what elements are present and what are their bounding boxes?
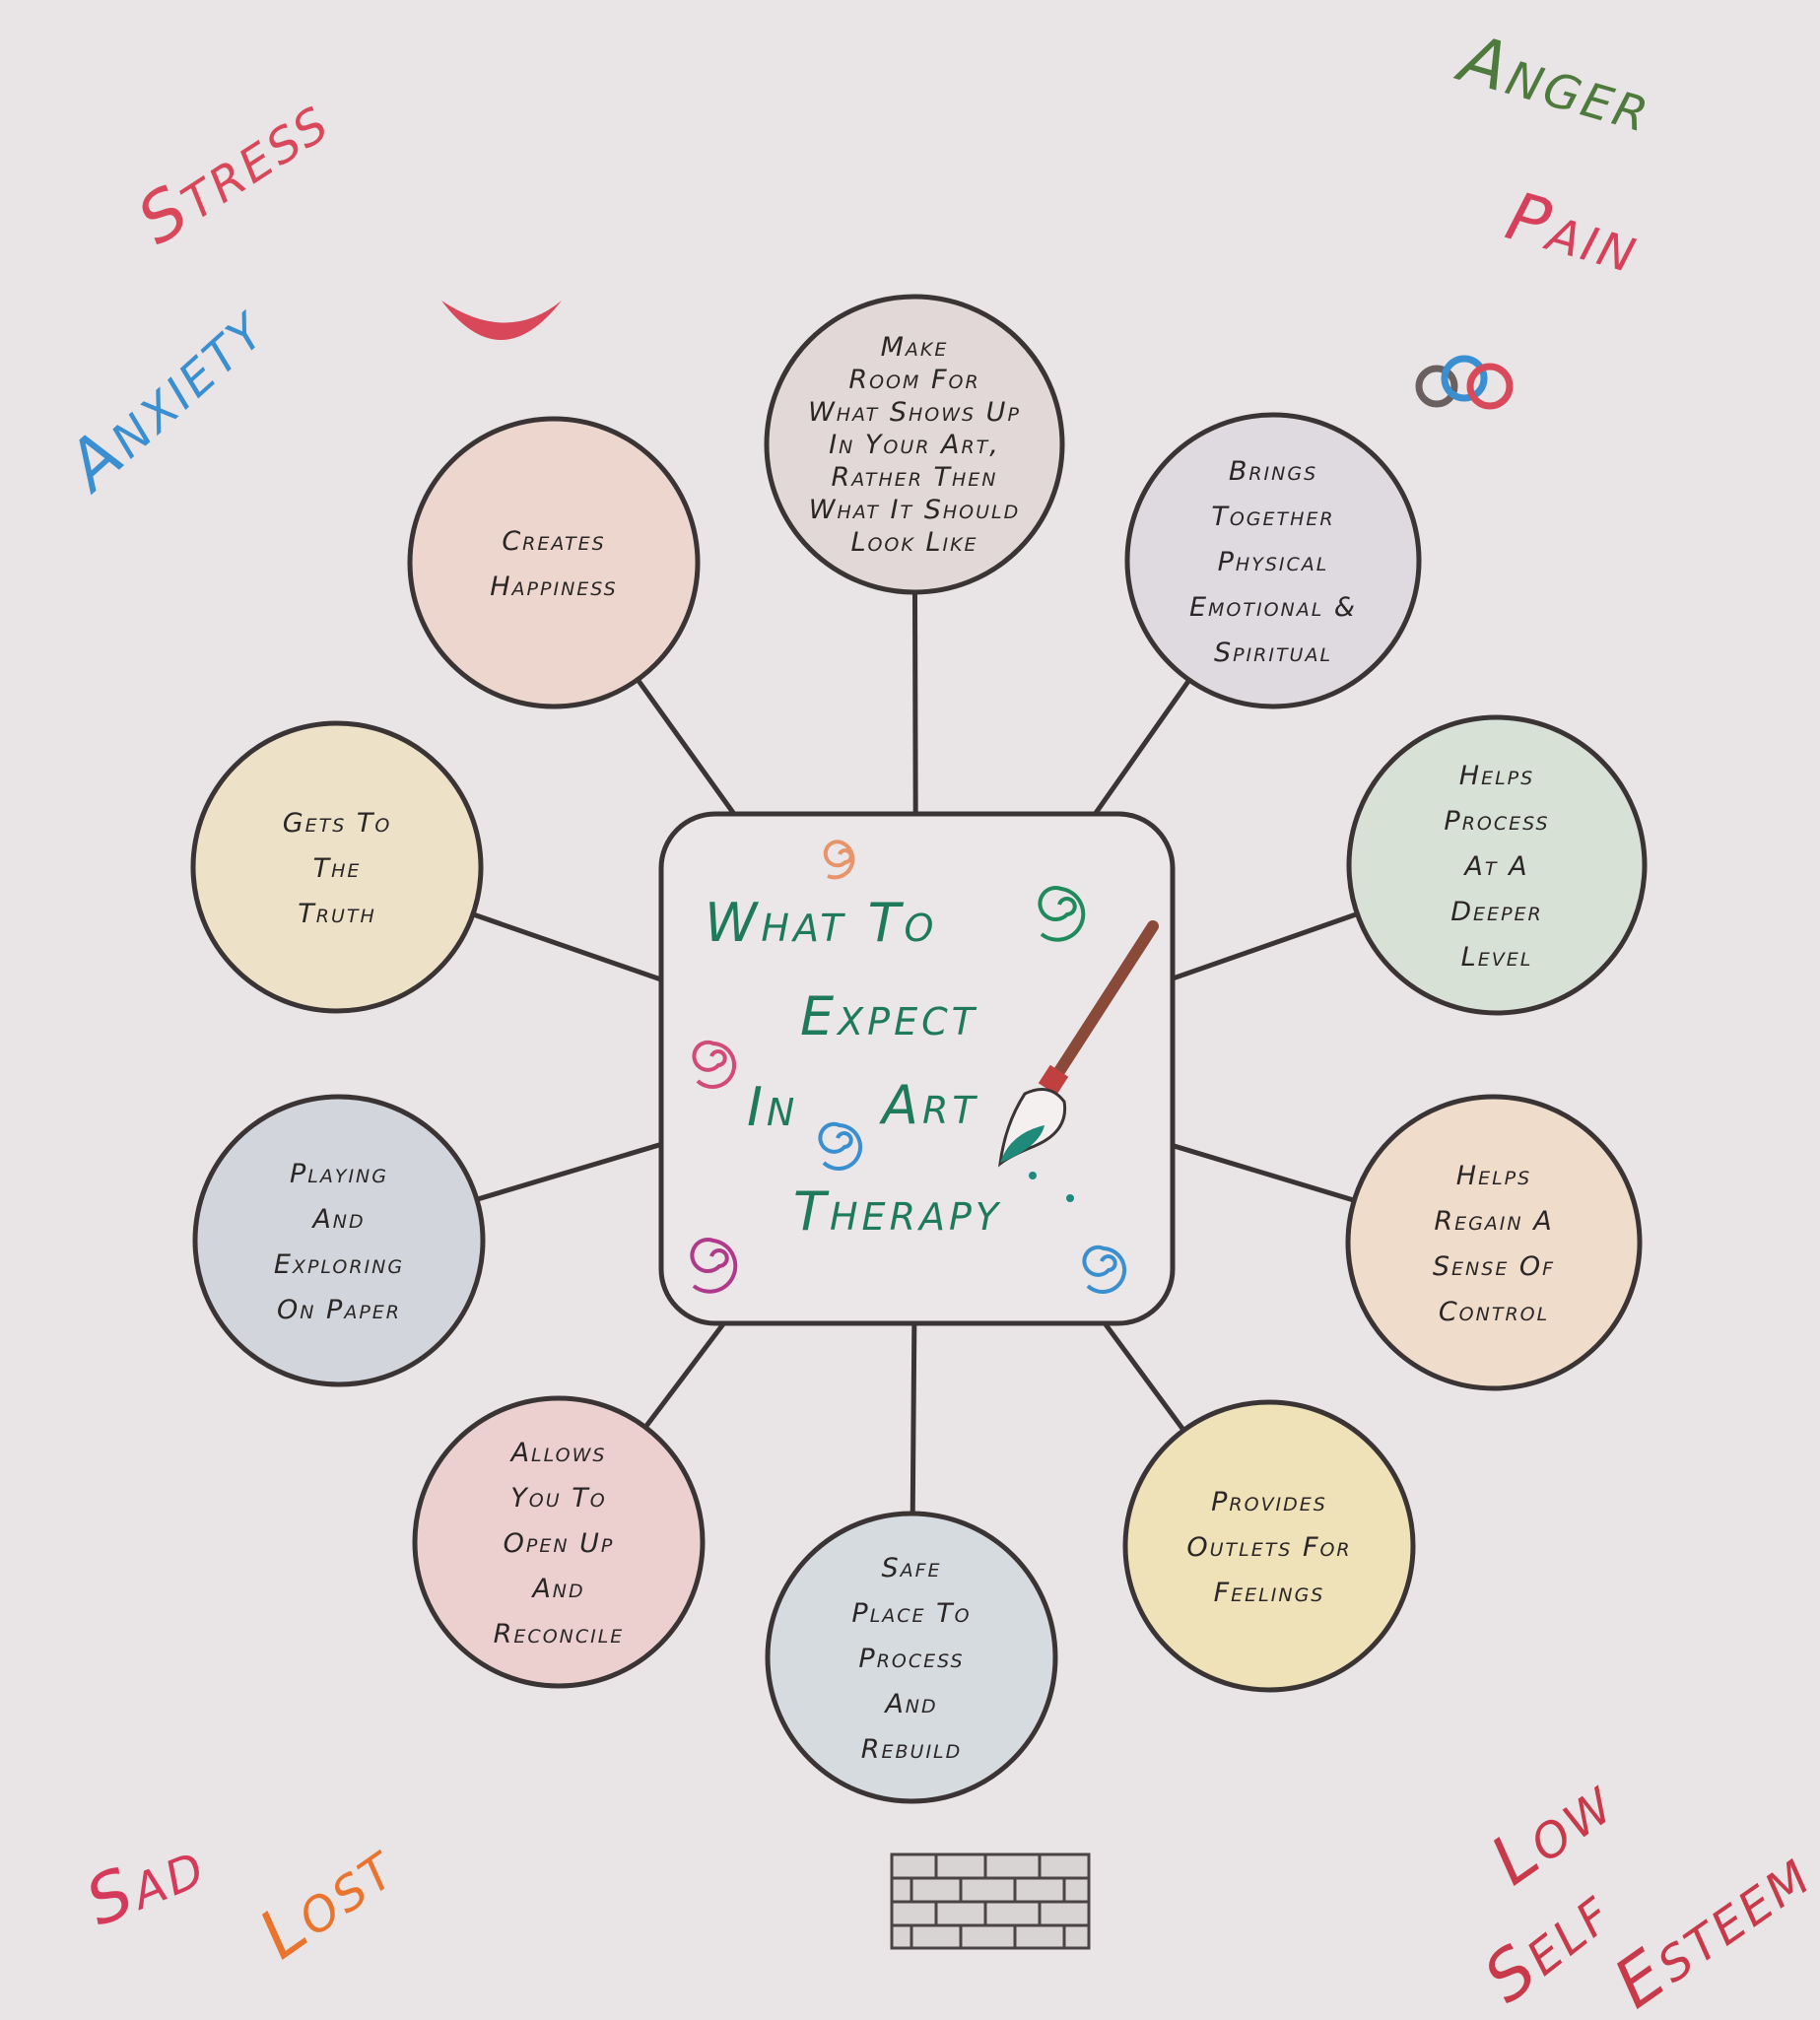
node-text-line: And	[883, 1689, 937, 1719]
node-text-line: Allows	[509, 1438, 607, 1468]
node-text-line: Level	[1461, 942, 1533, 973]
node-text-line: Make	[881, 332, 949, 363]
node-text-line: Room For	[848, 365, 979, 395]
spiral-decorations	[690, 840, 1127, 1294]
paintbrush-icon	[998, 920, 1159, 1202]
node-text-line: Spiritual	[1214, 638, 1332, 668]
node-text-line: Exploring	[274, 1249, 404, 1280]
node-text-line: Outlets For	[1186, 1532, 1351, 1563]
node-text-line: Sense Of	[1433, 1251, 1555, 1282]
node-text-line: Control	[1439, 1297, 1549, 1327]
node-circle	[192, 1094, 486, 1387]
node-text-line: What Shows Up	[808, 397, 1021, 428]
node-circle	[407, 416, 701, 709]
node-circle	[1124, 412, 1422, 709]
spiral-icon	[823, 840, 855, 880]
node-text-line: What It Should	[809, 495, 1020, 525]
node-text-line: Gets To	[283, 808, 392, 839]
title-line-in: In	[747, 1076, 798, 1138]
node-circle	[1345, 1094, 1643, 1391]
node-text-line: Regain A	[1434, 1206, 1553, 1237]
node-text-line: Together	[1211, 502, 1334, 532]
node-text-line: Brings	[1229, 456, 1317, 487]
node-text-line: And	[530, 1574, 584, 1604]
node-text-line: Emotional &	[1189, 592, 1357, 623]
spiral-icon	[690, 1238, 738, 1294]
node-text-line: Open Up	[504, 1528, 615, 1559]
node-text-line: Deeper	[1450, 897, 1542, 927]
title-line-art: Art	[879, 1074, 979, 1136]
node-circle	[190, 720, 484, 1014]
node-text-line: Creates	[502, 526, 605, 557]
node-text-line: At A	[1462, 851, 1528, 882]
node-text-line: Feelings	[1214, 1578, 1325, 1608]
node-text-line: Reconcile	[494, 1619, 625, 1650]
node-text-line: Provides	[1211, 1487, 1327, 1517]
central-title: What To Expect In Art Therapy	[705, 892, 1002, 1243]
spiral-icon	[692, 1040, 737, 1089]
node-text-line: You To	[510, 1483, 606, 1514]
node-text-line: Look Like	[850, 527, 977, 558]
node-text-line: Safe	[881, 1553, 941, 1583]
node-text-line: In Your Art,	[829, 430, 1000, 460]
node-text-line: On Paper	[277, 1295, 401, 1325]
node-text-line: Truth	[298, 899, 376, 929]
node-text-line: Happiness	[490, 572, 617, 602]
node-text-line: Process	[858, 1644, 964, 1674]
title-line-therapy: Therapy	[793, 1180, 1002, 1243]
brick-wall-icon	[890, 1852, 1091, 1950]
node-text-line: The	[313, 853, 362, 884]
title-line-expect: Expect	[800, 985, 978, 1047]
node-text-line: Playing	[290, 1159, 388, 1189]
title-line-what-to: What To	[705, 892, 937, 954]
node-text-line: Physical	[1218, 547, 1329, 577]
node-circle	[765, 1511, 1058, 1804]
node-circle	[1346, 714, 1648, 1016]
central-box	[658, 811, 1176, 1326]
node-text-line: Helps	[1459, 761, 1534, 791]
smile-icon	[441, 301, 562, 340]
rings-icon	[1415, 355, 1514, 410]
node-text-line: Place To	[851, 1598, 971, 1629]
node-text-line: Process	[1444, 806, 1549, 837]
node-text-line: Rather Then	[831, 462, 997, 493]
node-text-line: And	[310, 1204, 365, 1235]
node-circle	[1122, 1399, 1416, 1693]
node-text-line: Helps	[1456, 1161, 1531, 1191]
node-circle	[764, 294, 1065, 595]
spiral-icon	[818, 1121, 863, 1171]
spiral-icon	[1082, 1245, 1127, 1294]
node-circle	[412, 1395, 706, 1689]
spiral-icon	[1038, 886, 1086, 942]
node-text-line: Rebuild	[861, 1734, 963, 1765]
